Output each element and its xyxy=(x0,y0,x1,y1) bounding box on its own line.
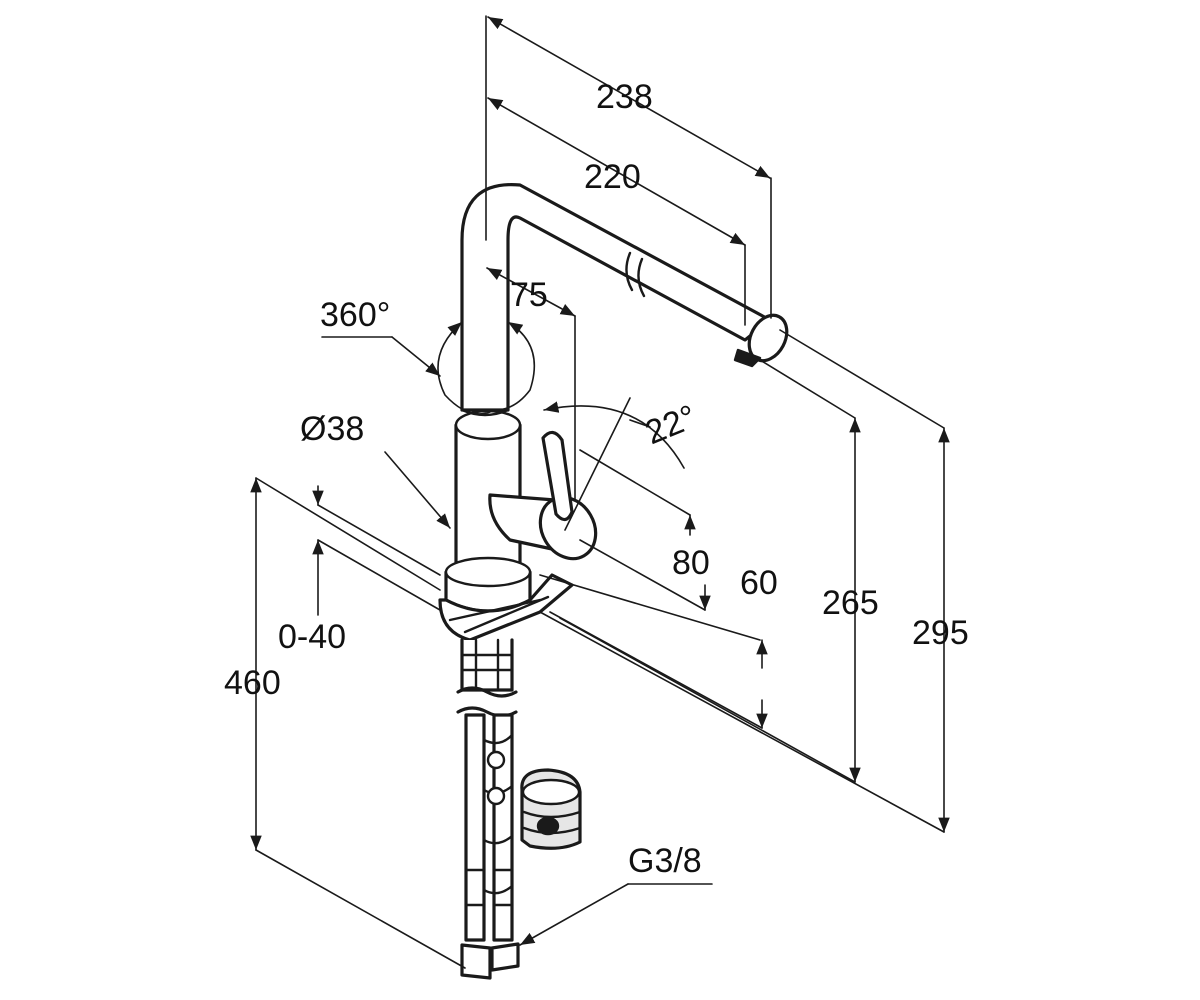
hose-nut xyxy=(460,943,492,980)
label-22: 22° xyxy=(640,398,702,452)
label-60: 60 xyxy=(740,564,778,602)
supply-hose xyxy=(464,713,486,942)
label-80: 80 xyxy=(672,544,710,582)
dim-line-75 xyxy=(486,267,576,317)
label-460: 460 xyxy=(224,664,281,702)
label-75: 75 xyxy=(510,276,548,314)
label-265: 265 xyxy=(822,584,879,622)
rotation-arc xyxy=(437,321,491,415)
thread-leader xyxy=(519,883,629,946)
clamp-fitting xyxy=(520,768,582,850)
lever-handle xyxy=(541,430,574,522)
label-360: 360° xyxy=(320,296,390,334)
threaded-shank xyxy=(460,638,514,692)
diameter-leader xyxy=(384,451,451,529)
faucet xyxy=(438,183,789,980)
label-0-40: 0-40 xyxy=(278,618,346,656)
lever-angle-arc xyxy=(543,401,685,469)
label-238: 238 xyxy=(596,78,653,116)
spout-tube xyxy=(460,183,772,412)
label-220: 220 xyxy=(584,158,641,196)
dimensions xyxy=(250,15,950,969)
label-295: 295 xyxy=(912,614,969,652)
label-diameter: Ø38 xyxy=(300,410,364,448)
dim-line-220 xyxy=(487,97,746,246)
dimension-labels: 238 220 360° 75 22° Ø38 80 60 265 295 0-… xyxy=(224,78,969,880)
label-g38: G3/8 xyxy=(628,842,702,880)
mounting-bracket xyxy=(438,573,574,642)
